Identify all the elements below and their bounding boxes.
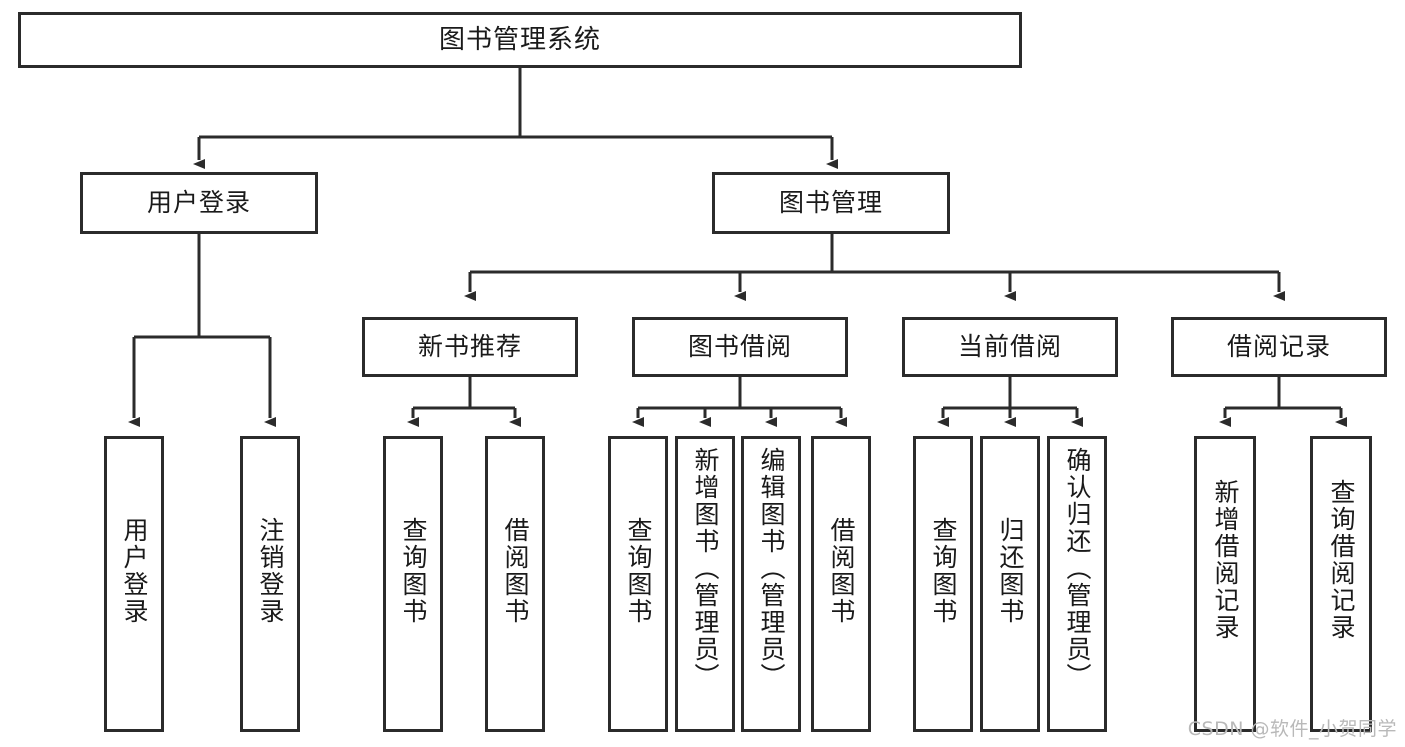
node-current-borrow-label: 当前借阅 xyxy=(957,332,1062,362)
node-leaf-borrow-book-1[interactable]: 借阅图书 xyxy=(485,436,545,732)
node-leaf-edit-book-label: 编辑图书（管理员） xyxy=(757,447,786,690)
node-leaf-borrow-book-2[interactable]: 借阅图书 xyxy=(811,436,871,732)
node-leaf-logout-login-label: 注销登录 xyxy=(256,517,285,625)
node-user-login[interactable]: 用户登录 xyxy=(80,172,318,234)
node-leaf-borrow-book-1-label: 借阅图书 xyxy=(501,517,530,625)
node-leaf-add-record-label: 新增借阅记录 xyxy=(1211,479,1240,641)
node-leaf-add-book[interactable]: 新增图书（管理员） xyxy=(675,436,735,732)
node-book-borrow-label: 图书借阅 xyxy=(687,332,792,362)
node-new-book-recommend[interactable]: 新书推荐 xyxy=(362,317,578,377)
node-leaf-return-book[interactable]: 归还图书 xyxy=(980,436,1040,732)
node-book-manage-label: 图书管理 xyxy=(778,188,883,218)
node-book-borrow[interactable]: 图书借阅 xyxy=(632,317,848,377)
node-user-login-label: 用户登录 xyxy=(146,188,251,218)
node-leaf-confirm-return-label: 确认归还（管理员） xyxy=(1063,447,1092,690)
node-leaf-query-book-2[interactable]: 查询图书 xyxy=(608,436,668,732)
node-leaf-edit-book[interactable]: 编辑图书（管理员） xyxy=(741,436,801,732)
node-leaf-confirm-return[interactable]: 确认归还（管理员） xyxy=(1047,436,1107,732)
node-new-book-recommend-label: 新书推荐 xyxy=(417,332,522,362)
node-root-label: 图书管理系统 xyxy=(438,24,601,55)
node-book-manage[interactable]: 图书管理 xyxy=(712,172,950,234)
node-leaf-add-book-label: 新增图书（管理员） xyxy=(691,447,720,690)
node-leaf-query-book-1[interactable]: 查询图书 xyxy=(383,436,443,732)
node-leaf-return-book-label: 归还图书 xyxy=(996,517,1025,625)
csdn-watermark: CSDN @软件_小贺同学 xyxy=(1187,718,1397,740)
node-leaf-query-record-label: 查询借阅记录 xyxy=(1327,479,1356,641)
node-leaf-query-book-1-label: 查询图书 xyxy=(399,517,428,625)
node-leaf-query-record[interactable]: 查询借阅记录 xyxy=(1310,436,1372,732)
node-borrow-record-label: 借阅记录 xyxy=(1226,332,1331,362)
node-leaf-query-book-3[interactable]: 查询图书 xyxy=(913,436,973,732)
node-current-borrow[interactable]: 当前借阅 xyxy=(902,317,1118,377)
node-leaf-borrow-book-2-label: 借阅图书 xyxy=(827,517,856,625)
node-leaf-user-login[interactable]: 用户登录 xyxy=(104,436,164,732)
node-leaf-logout-login[interactable]: 注销登录 xyxy=(240,436,300,732)
node-leaf-add-record[interactable]: 新增借阅记录 xyxy=(1194,436,1256,732)
node-borrow-record[interactable]: 借阅记录 xyxy=(1171,317,1387,377)
node-root[interactable]: 图书管理系统 xyxy=(18,12,1022,68)
node-leaf-query-book-2-label: 查询图书 xyxy=(624,517,653,625)
node-leaf-user-login-label: 用户登录 xyxy=(120,517,149,625)
node-leaf-query-book-3-label: 查询图书 xyxy=(929,517,958,625)
